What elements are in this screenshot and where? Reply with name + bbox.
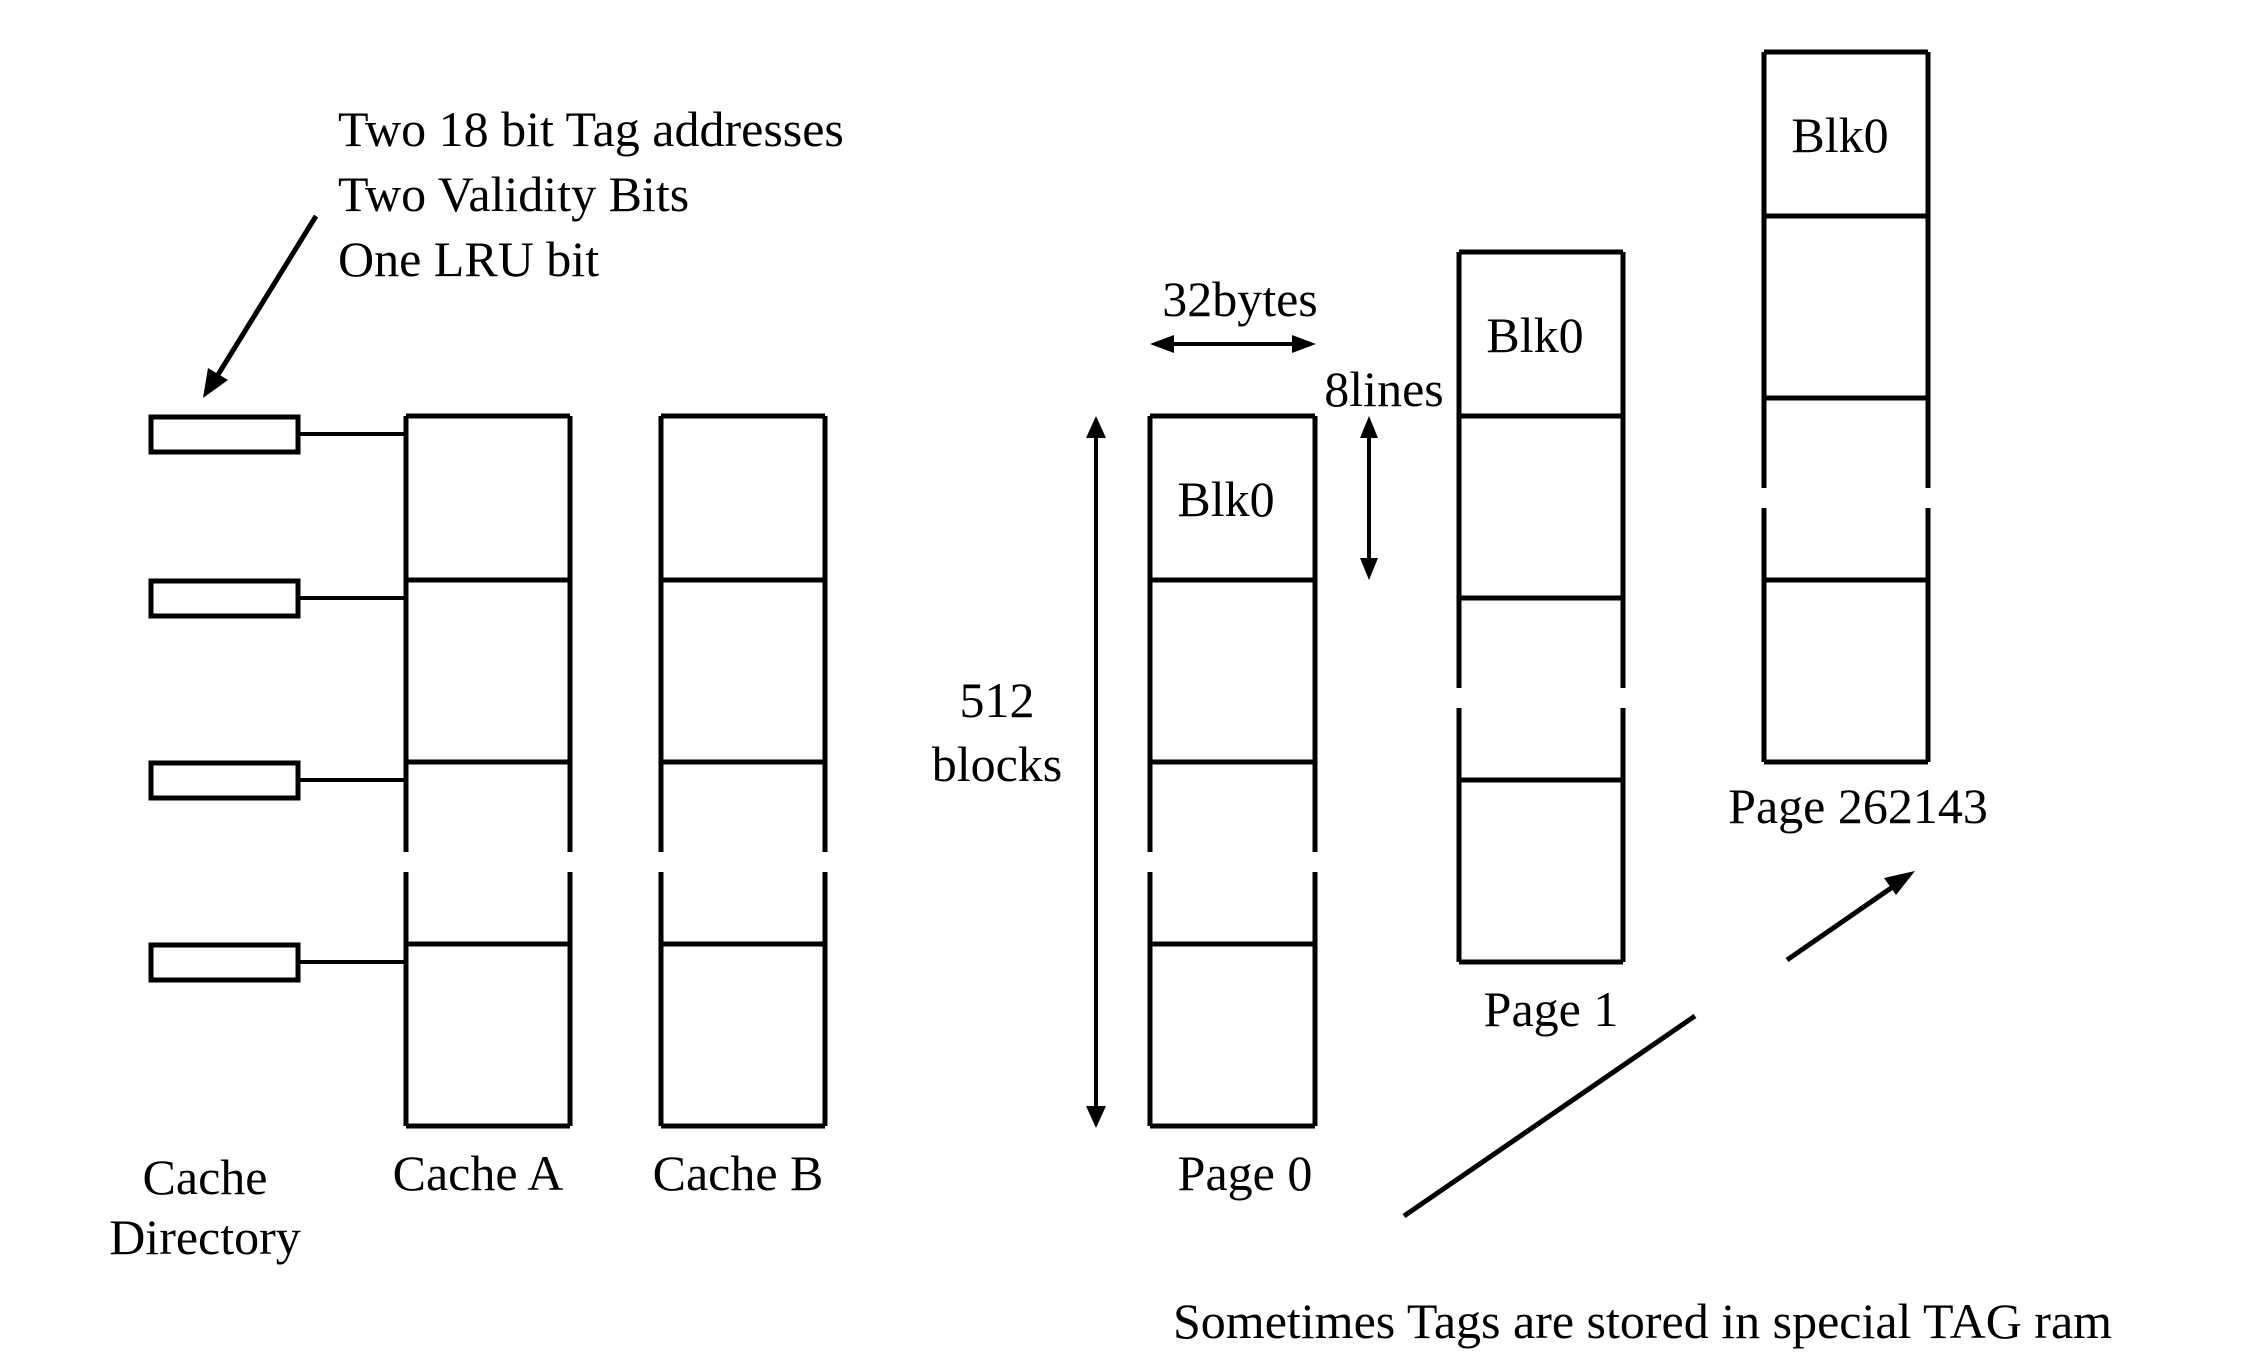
tag-annotation: Two 18 bit Tag addresses Two Validity Bi… — [203, 101, 844, 398]
page-1-label: Page 1 — [1484, 981, 1619, 1037]
directory-entry — [148, 760, 301, 801]
tag-ram-footnote: Sometimes Tags are stored in special TAG… — [1173, 1293, 2112, 1349]
page-last-column: Blk0 Page 262143 — [1728, 49, 1988, 834]
continuation-arrow-segment-lower — [1402, 1013, 1697, 1219]
line-width-label: 32bytes — [1162, 271, 1318, 327]
block-count-label-line-2: blocks — [932, 736, 1063, 792]
block-height-arrow-head-bottom — [1360, 558, 1378, 580]
continuation-arrow — [1402, 871, 1915, 1219]
directory-entry — [148, 942, 301, 983]
line-width-arrow-head-left — [1150, 335, 1174, 353]
block-height-arrow-head-top — [1360, 416, 1378, 438]
block-count-arrow-head-bottom — [1086, 1106, 1106, 1128]
page-0-column: Blk0 Page 0 — [1147, 413, 1318, 1201]
continuation-arrow-head — [1884, 871, 1915, 895]
block-count-arrow-head-top — [1086, 416, 1106, 438]
block-height-dimension: 8lines — [1324, 361, 1444, 580]
block-count-label-line-1: 512 — [960, 672, 1035, 728]
cache-directory-label-line-2: Directory — [109, 1209, 301, 1265]
directory-entry — [148, 578, 301, 619]
directory-entry — [148, 414, 301, 455]
continuation-arrow-segment-upper — [1785, 883, 1896, 963]
cache-directory: Cache Directory — [109, 414, 406, 1265]
annotation-arrow-head — [203, 368, 228, 398]
cache-b-label: Cache B — [653, 1145, 824, 1201]
block-count-dimension: 512 blocks — [932, 416, 1106, 1128]
cache-b-column: Cache B — [653, 413, 828, 1201]
line-width-dimension: 32bytes — [1150, 271, 1318, 353]
page-0-label: Page 0 — [1178, 1145, 1313, 1201]
annotation-line-1: Two 18 bit Tag addresses — [338, 101, 844, 157]
page-1-column: Blk0 Page 1 — [1456, 249, 1626, 1037]
annotation-line-2: Two Validity Bits — [338, 166, 689, 222]
annotation-arrow-line — [213, 214, 319, 380]
page-0-block-label: Blk0 — [1177, 471, 1274, 527]
cache-a-column: Cache A — [393, 413, 573, 1201]
cache-a-label: Cache A — [393, 1145, 564, 1201]
page-1-block-label: Blk0 — [1486, 307, 1583, 363]
page-last-label: Page 262143 — [1728, 778, 1988, 834]
annotation-line-3: One LRU bit — [338, 231, 599, 287]
line-width-arrow-head-right — [1292, 335, 1316, 353]
cache-directory-label-line-1: Cache — [143, 1149, 268, 1205]
block-height-label: 8lines — [1324, 361, 1443, 417]
page-last-block-label: Blk0 — [1791, 107, 1888, 163]
